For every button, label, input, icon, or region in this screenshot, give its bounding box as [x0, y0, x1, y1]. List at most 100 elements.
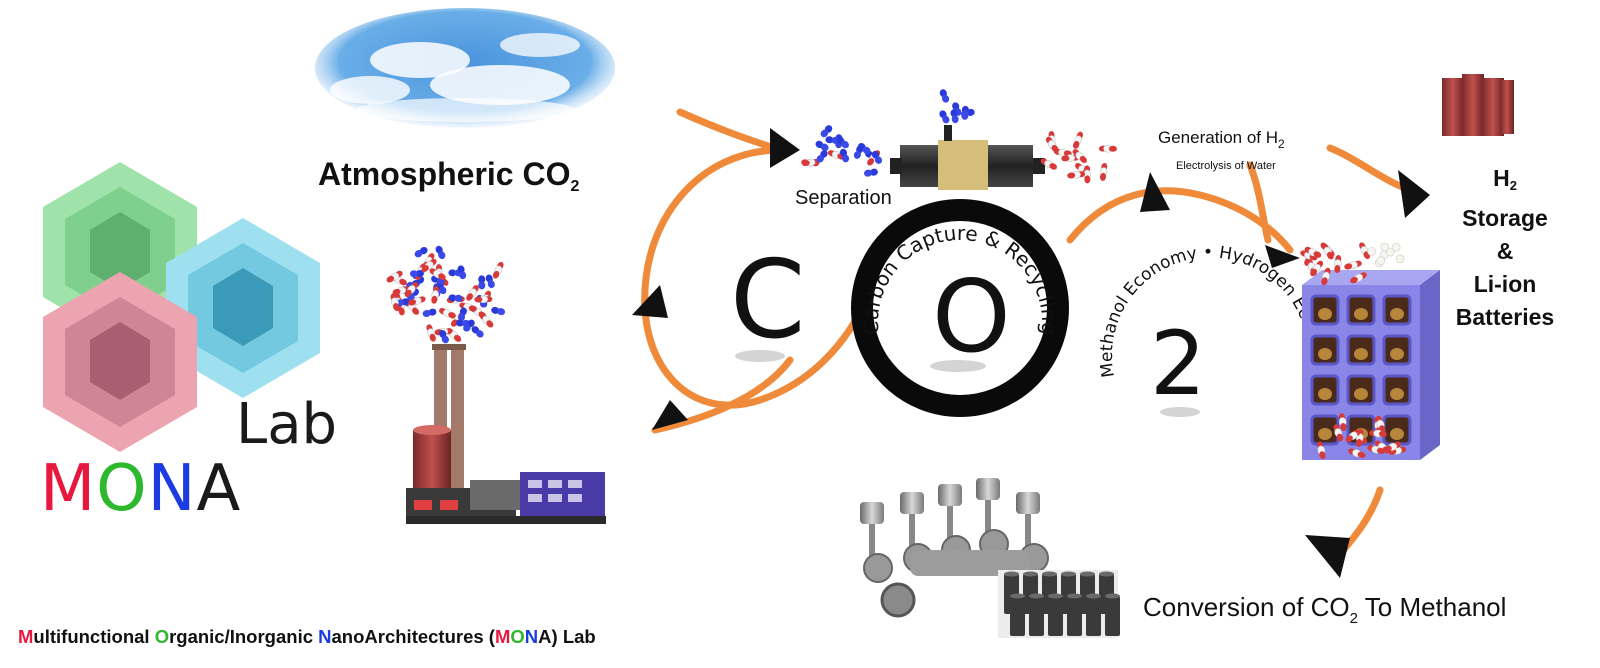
n2-molecule	[439, 330, 449, 344]
atmospheric-co2-title: Atmospheric CO2	[318, 156, 579, 196]
n2-molecule	[435, 245, 446, 260]
logo-mona-text: MONA	[40, 452, 241, 526]
co2-molecule	[1334, 255, 1342, 273]
piston	[976, 478, 1009, 559]
footer-caption: Multifunctional Organic/Inorganic NanoAr…	[18, 626, 596, 648]
logo-letter-n: N	[147, 452, 197, 526]
footer-m2: M	[494, 626, 511, 647]
storage-line2: &	[1496, 238, 1514, 264]
n2-molecule	[463, 319, 475, 332]
n2-molecule	[950, 109, 959, 124]
n2-molecule	[820, 125, 833, 138]
storage-line3: Li-ion	[1473, 271, 1537, 297]
methanol-barrels-image	[998, 570, 1120, 638]
footer-w4: A) Lab	[538, 626, 596, 647]
h2-storage-label: H2 Storage & Li-ion Batteries	[1440, 162, 1570, 334]
storage-h: H	[1493, 165, 1510, 191]
footer-n2: N	[524, 626, 539, 647]
n2-molecule	[871, 150, 883, 164]
footer-w3: anoArchitectures (	[331, 626, 495, 647]
conversion-part1: Conversion of CO	[1143, 592, 1350, 622]
cycle-arrowheads	[632, 128, 800, 430]
n2-molecule	[939, 89, 950, 103]
n2-molecule	[457, 265, 467, 280]
co2-molecule	[1040, 158, 1057, 170]
co2-molecule	[421, 258, 437, 273]
co2-molecule	[1345, 429, 1361, 443]
co2-molecule	[1350, 272, 1367, 284]
engine-pistons-image	[860, 478, 1049, 618]
co2-molecule	[426, 324, 436, 342]
co2-molecule	[479, 312, 494, 328]
co2-molecule	[1344, 260, 1362, 270]
co2-molecule	[1338, 413, 1347, 431]
co2-molecule	[492, 261, 504, 279]
footer-o: O	[154, 626, 170, 647]
co2-molecule	[1073, 131, 1084, 149]
separation-filter-icon	[890, 125, 1045, 190]
n2-molecule	[491, 306, 506, 316]
co2-molecule	[1359, 242, 1371, 259]
co2-molecule	[1098, 144, 1117, 153]
n2-molecule	[448, 294, 463, 302]
co2-molecule	[1321, 243, 1334, 260]
co2-molecule	[1369, 429, 1387, 438]
co2-molecule	[404, 282, 419, 298]
footer-o2: O	[510, 626, 525, 647]
co2-molecule	[390, 293, 400, 311]
electrolysis-label: Electrolysis of Water	[1176, 160, 1276, 172]
conversion-label: Conversion of CO2 To Methanol	[1143, 592, 1506, 627]
n2-molecule	[858, 143, 871, 155]
right-arrowheads	[1140, 170, 1430, 578]
co2-molecule	[429, 268, 446, 280]
n2-molecule	[815, 140, 829, 151]
co2-molecule	[1083, 165, 1091, 184]
logo-letter-m: M	[40, 452, 97, 526]
co2-molecule	[408, 296, 426, 306]
co2-molecule	[439, 308, 456, 319]
footer-w2: rganic/Inorganic	[169, 626, 319, 647]
n2-molecule	[960, 108, 975, 118]
n2-molecule	[836, 136, 849, 149]
mof-molecules	[1300, 242, 1407, 460]
co2-molecule	[1333, 424, 1344, 442]
hydrogen-generation-label: Generation of H2	[1158, 128, 1285, 151]
logo-lab-text: Lab	[236, 392, 338, 457]
co2-molecule	[1348, 448, 1366, 458]
co2-molecule	[1367, 445, 1385, 454]
n2-molecule	[939, 110, 950, 124]
cycle-digit-2: 2	[1150, 312, 1206, 415]
n2-molecule	[816, 150, 828, 163]
storage-line4: Batteries	[1455, 304, 1555, 330]
footer-n: N	[318, 626, 332, 647]
co2-molecule	[1072, 149, 1087, 164]
co2-molecule	[1375, 415, 1386, 434]
cycle-letter-o: O	[932, 258, 1011, 375]
footer-m: M	[18, 626, 34, 647]
n2-molecule	[864, 168, 878, 177]
co2-molecule	[466, 285, 479, 301]
n2-molecule	[478, 275, 486, 290]
generation-main: Generation of H	[1158, 128, 1279, 147]
co2-molecule	[386, 270, 403, 283]
conversion-part2: To Methanol	[1358, 592, 1507, 622]
footer-w1: ultifunctional	[33, 626, 155, 647]
co2-molecule	[1321, 267, 1331, 286]
logo-letter-o: O	[96, 452, 148, 526]
separation-label: Separation	[795, 187, 892, 209]
co2-molecule-cloud	[386, 245, 506, 344]
atmospheric-title-subscript: 2	[570, 178, 580, 195]
storage-h2: H2	[1440, 162, 1570, 202]
co2-molecule	[431, 285, 440, 304]
n2-molecule	[485, 274, 495, 289]
co2-molecule	[1384, 441, 1401, 453]
letter-reflections	[735, 350, 1200, 417]
co2-molecule	[1045, 136, 1059, 153]
piston	[860, 502, 893, 583]
atmospheric-title-main: Atmospheric CO	[318, 156, 571, 192]
separation-molecules	[801, 89, 1117, 184]
sky-image	[315, 8, 615, 128]
conversion-subscript: 2	[1349, 610, 1358, 627]
